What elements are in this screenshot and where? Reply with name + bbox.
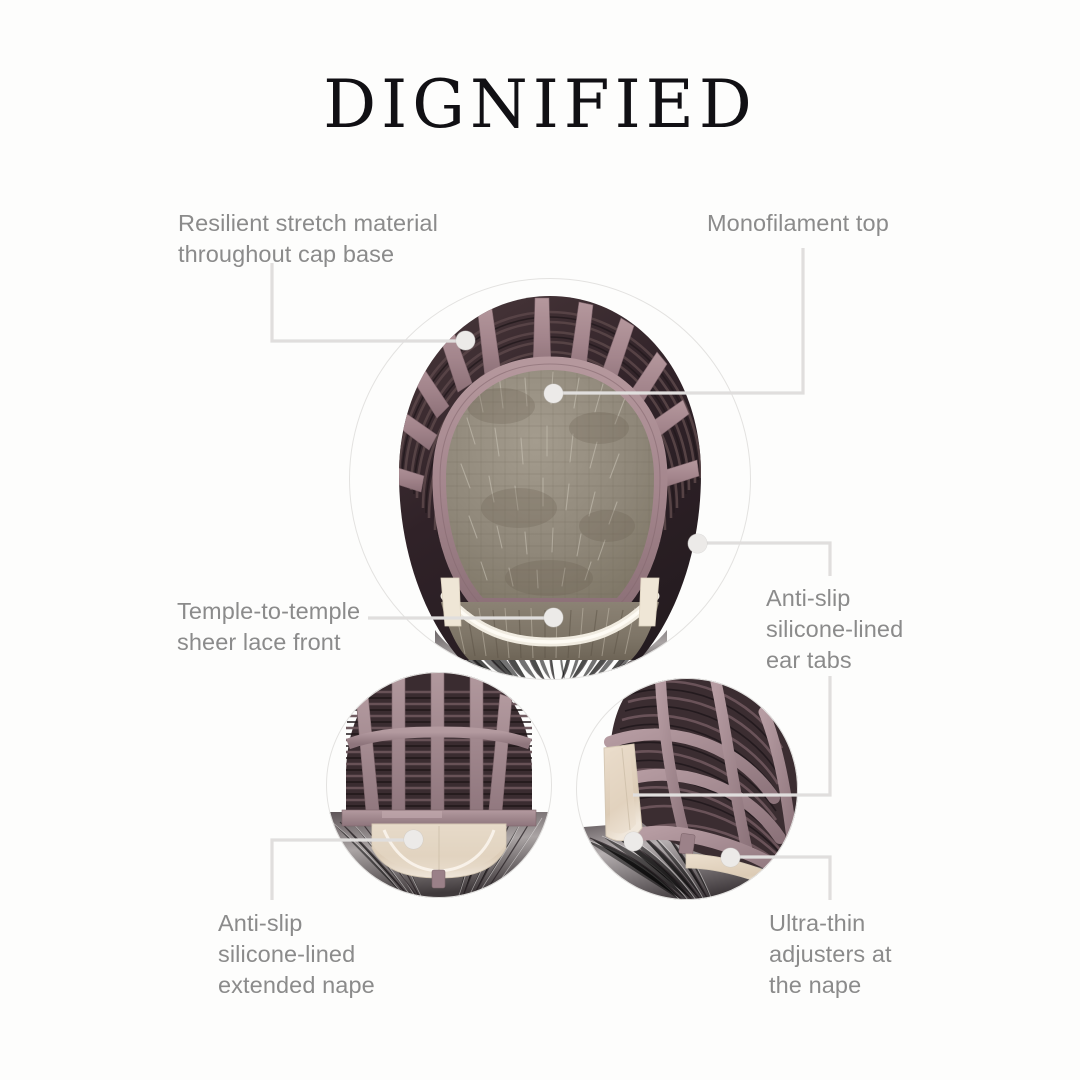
side-nape-detail-figure <box>576 678 798 900</box>
callout-dot-lace-front[interactable] <box>544 608 563 627</box>
leader-ear-tabs-upper <box>697 541 832 576</box>
nape-detail-illustration <box>326 672 552 898</box>
callout-dot-stretch-material[interactable] <box>456 331 475 350</box>
label-extended-nape: Anti-slip silicone-lined extended nape <box>218 910 375 998</box>
callout-dot-ear-tabs[interactable] <box>688 534 707 553</box>
leader-extended-nape <box>270 838 412 900</box>
leader-stretch-material <box>270 263 465 343</box>
label-stretch-material: Resilient stretch material throughout ca… <box>178 210 438 267</box>
side-nape-detail-illustration <box>576 678 798 900</box>
leader-ear-tabs-lower <box>633 676 832 797</box>
callout-dot-monofilament-top[interactable] <box>544 384 563 403</box>
leader-monofilament <box>553 248 805 395</box>
label-nape-adjusters: Ultra-thin adjusters at the nape <box>769 910 892 998</box>
callout-dot-nape-adjusters[interactable] <box>721 848 740 867</box>
callout-dot-side-ear-tab[interactable] <box>624 832 643 851</box>
label-lace-front: Temple-to-temple sheer lace front <box>177 598 361 655</box>
label-ear-tabs: Anti-slip silicone-lined ear tabs <box>766 585 904 673</box>
label-monofilament-top: Monofilament top <box>707 210 889 236</box>
main-cap-illustration <box>349 278 751 680</box>
callout-dot-extended-nape[interactable] <box>404 830 423 849</box>
page-title: DIGNIFIED <box>323 66 757 143</box>
main-cap-top-view <box>349 278 751 680</box>
leader-nape-adjusters <box>730 855 832 900</box>
nape-detail-figure <box>326 672 552 898</box>
